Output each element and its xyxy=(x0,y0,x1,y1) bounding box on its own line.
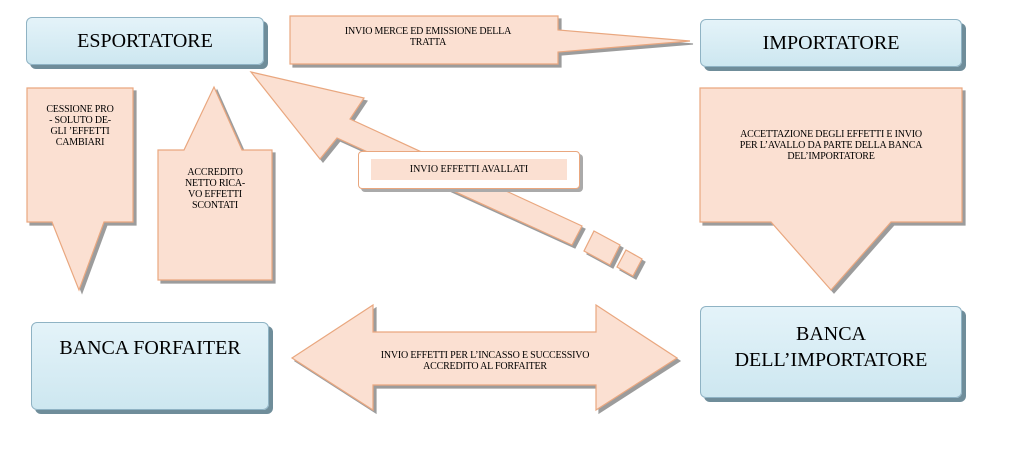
exporter-label: ESPORTATORE xyxy=(77,29,213,52)
non-recourse-assignment-label: CESSIONE PRO - SOLUTO DE- GLI ’EFFETTI C… xyxy=(46,104,114,148)
arrow-acceptance-and-guarantee xyxy=(699,87,963,291)
importer-bank-label-line1: BANCA xyxy=(795,323,866,345)
collection-and-credit-label: INVIO EFFETTI PER L’INCASSO E SUCCESSIVO… xyxy=(380,350,590,372)
importer-bank-label-line2: DELL’IMPORTATORE xyxy=(734,349,928,371)
arrow-goods-and-draft xyxy=(289,15,691,65)
arrow-endorsed-bills-tail-segment xyxy=(583,230,621,266)
importer-label: IMPORTATORE xyxy=(762,31,900,54)
goods-and-draft-label: INVIO MERCE ED EMISSIONE DELLA TRATTA xyxy=(344,26,512,48)
forfaiter-bank-box: BANCA FORFAITER xyxy=(31,322,269,410)
arrow-endorsed-bills-tail-segment xyxy=(616,249,643,277)
importer-bank-box: BANCA DELL’IMPORTATORE xyxy=(700,306,962,398)
exporter-box: ESPORTATORE xyxy=(26,17,264,65)
net-proceeds-credit-label: ACCREDITO NETTO RICA- VO EFFETTI SCONTAT… xyxy=(184,167,246,211)
arrow-non-recourse-assignment xyxy=(26,87,134,292)
endorsed-bills-callout: INVIO EFFETTI AVALLATI xyxy=(358,151,580,189)
forfaiter-bank-label: BANCA FORFAITER xyxy=(59,337,241,359)
importer-box: IMPORTATORE xyxy=(700,19,962,67)
acceptance-and-guarantee-label: ACCETTAZIONE DEGLI EFFETTI E INVIO PER L… xyxy=(739,129,923,162)
arrow-net-proceeds-credit xyxy=(157,85,273,281)
arrow-collection-and-credit xyxy=(290,303,679,412)
endorsed-bills-label: INVIO EFFETTI AVALLATI xyxy=(371,159,567,180)
